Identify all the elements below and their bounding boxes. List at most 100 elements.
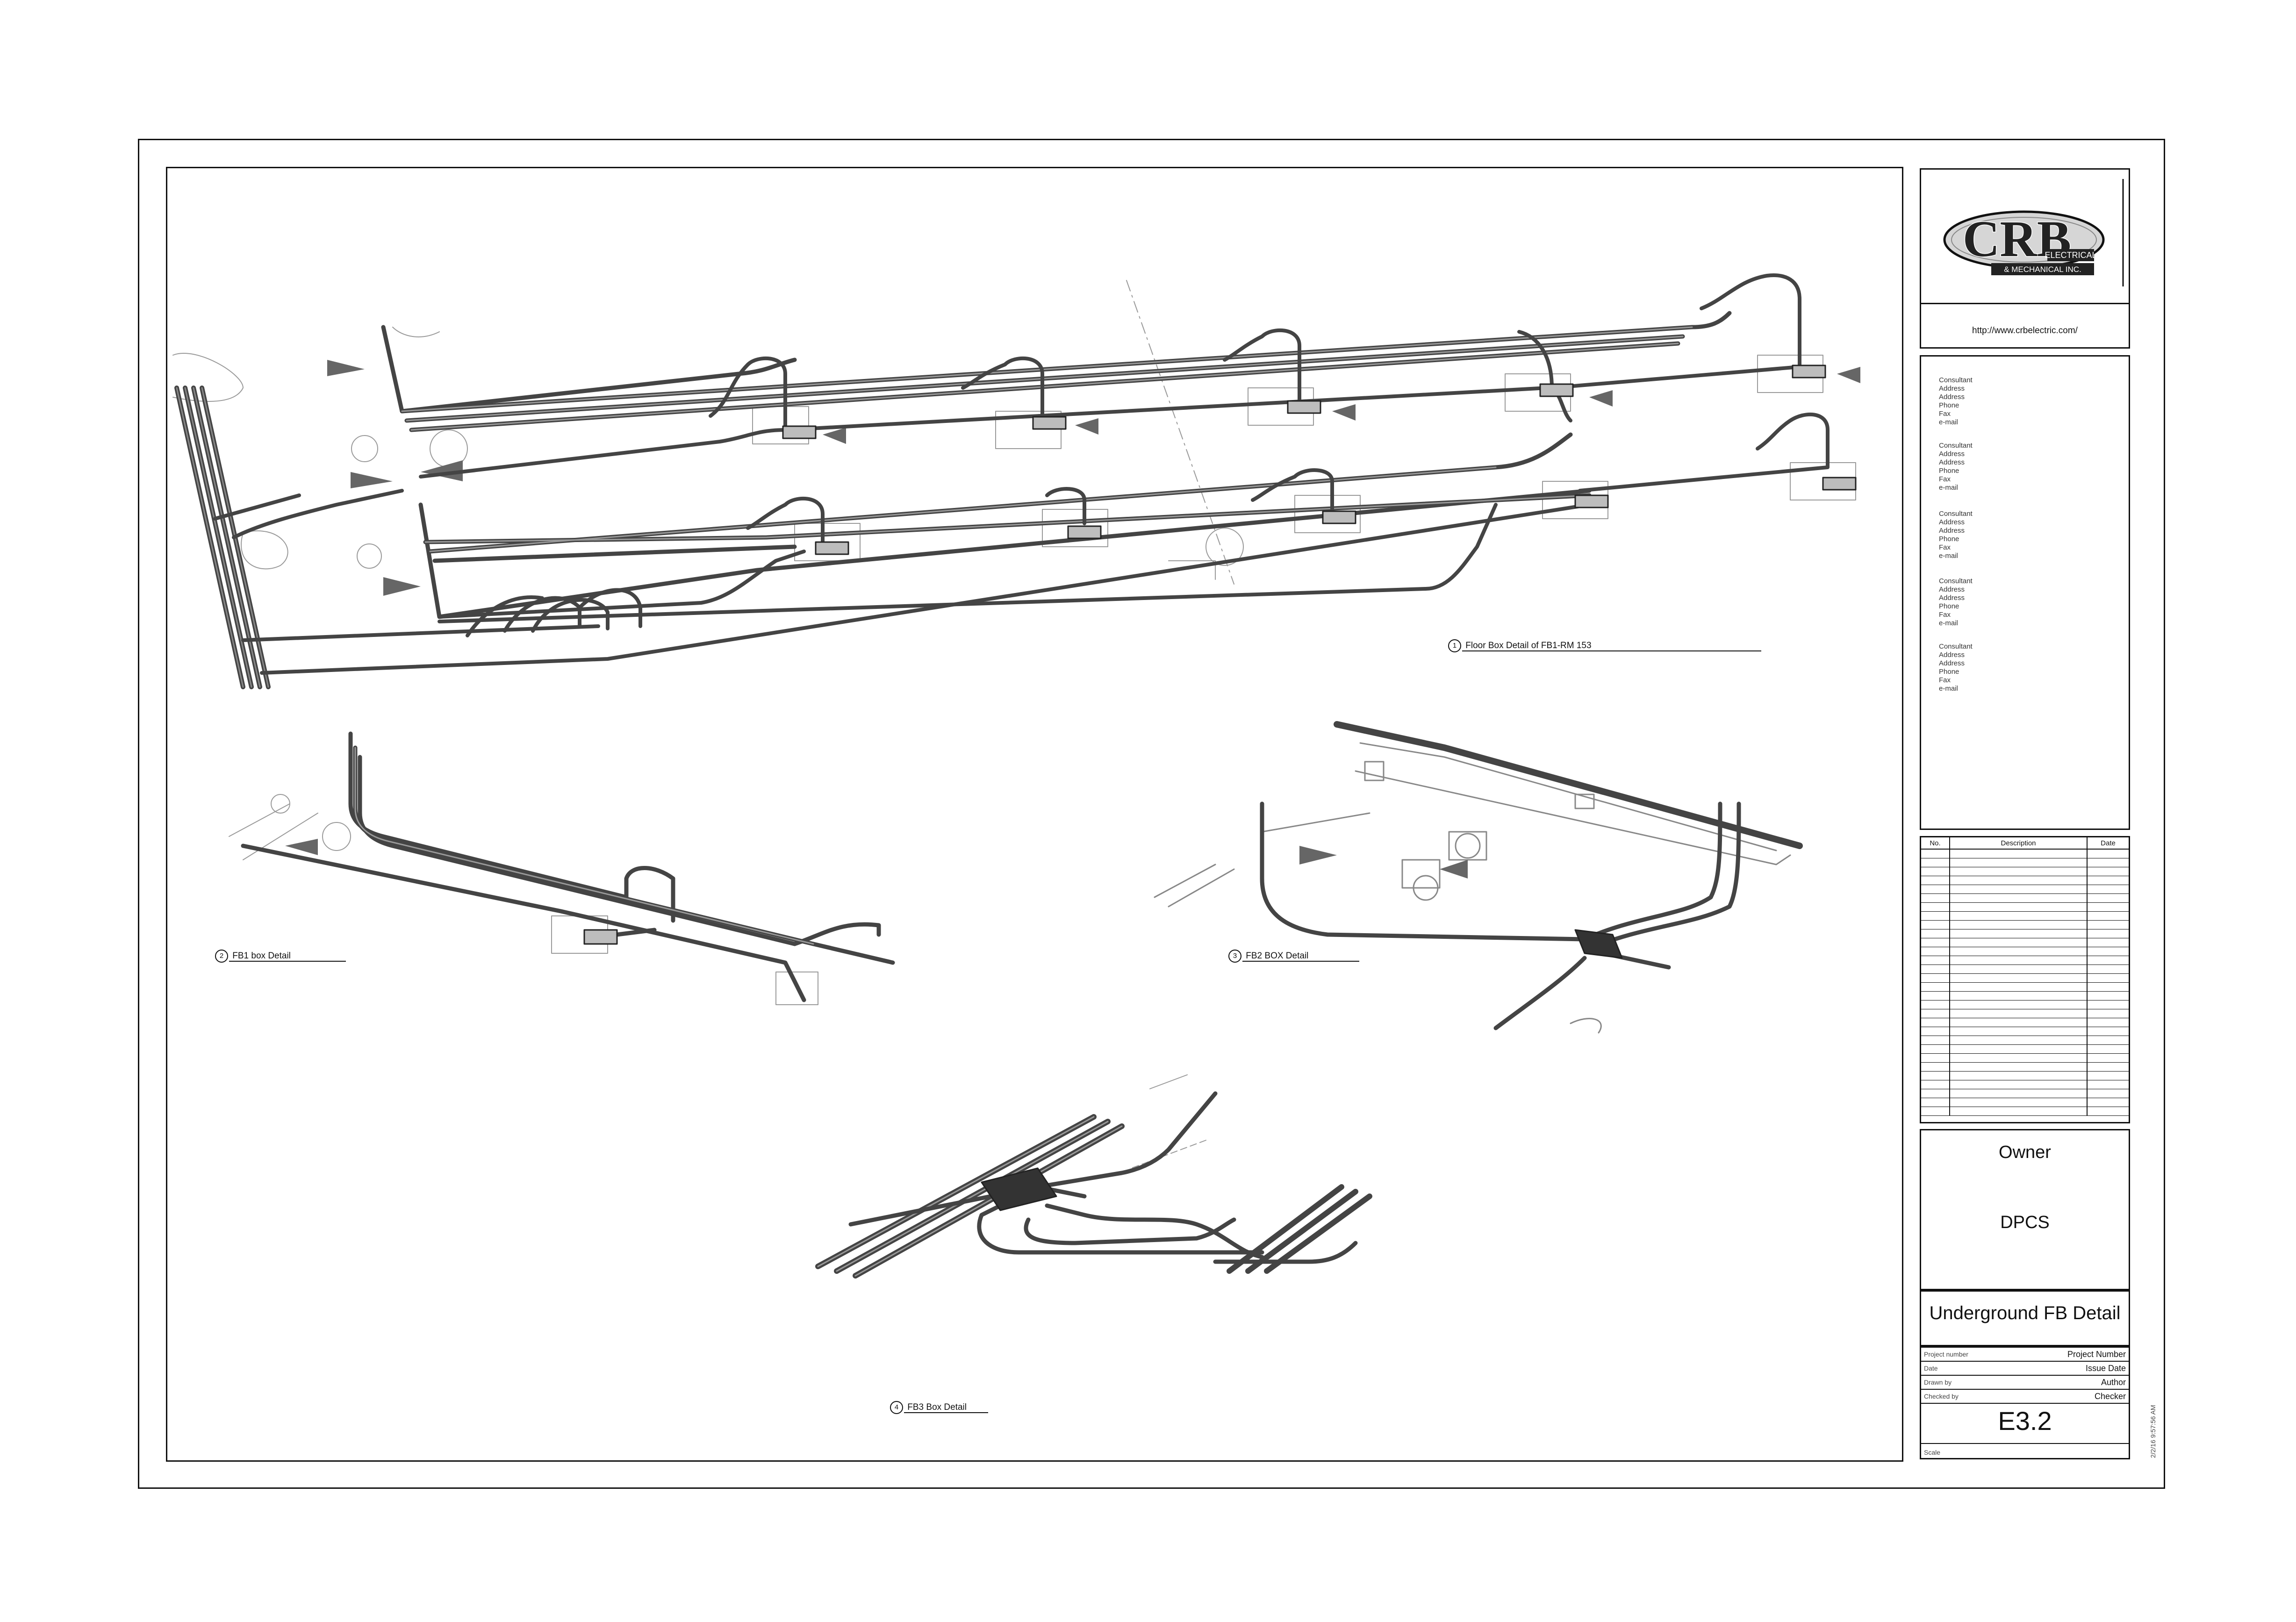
consultant-email: e-mail — [1939, 418, 1958, 426]
revision-row — [1921, 1107, 2129, 1116]
drawn-by-row: Drawn by Author — [1921, 1376, 2129, 1390]
logo-line1: ELECTRICAL — [2045, 250, 2096, 260]
checked-by-value: Checker — [2094, 1391, 2126, 1401]
revision-row — [1921, 1072, 2129, 1080]
consultant-phone: Phone — [1939, 467, 1959, 475]
consultant-address: Address — [1939, 594, 1965, 602]
checked-by-label: Checked by — [1924, 1393, 1959, 1400]
view-title: FB1 box Detail — [232, 951, 291, 961]
revision-row — [1921, 1018, 2129, 1027]
consultant-address: Address — [1939, 586, 1965, 593]
consultant-email: e-mail — [1939, 552, 1958, 560]
view-title: FB2 BOX Detail — [1246, 951, 1309, 961]
consultant-name: Consultant — [1939, 577, 1973, 585]
consultant-email: e-mail — [1939, 484, 1958, 492]
revision-row — [1921, 929, 2129, 938]
consultant-name: Consultant — [1939, 510, 1973, 518]
consultant-address: Address — [1939, 458, 1965, 466]
owner-panel: Owner DPCS — [1920, 1129, 2130, 1290]
rev-col-no: No. — [1921, 837, 1950, 849]
consultant-email: e-mail — [1939, 685, 1958, 693]
revision-row — [1921, 1080, 2129, 1089]
view-title-underline — [904, 1412, 988, 1413]
consultant-address: Address — [1939, 385, 1965, 393]
owner-name: DPCS — [2000, 1213, 2050, 1232]
view-title: Floor Box Detail of FB1-RM 153 — [1465, 641, 1592, 651]
revision-row — [1921, 1027, 2129, 1036]
consultant-address: Address — [1939, 450, 1965, 458]
consultant-fax: Fax — [1939, 543, 1951, 551]
view-label-3: 3 FB2 BOX Detail — [1228, 950, 1308, 963]
project-number-label: Project number — [1924, 1350, 1968, 1358]
consultant-fax: Fax — [1939, 611, 1951, 619]
crb-logo-icon: CRB ELECTRICAL & MECHANICAL INC. — [1943, 179, 2124, 286]
consultant-fax: Fax — [1939, 475, 1951, 483]
revision-row — [1921, 974, 2129, 983]
date-value: Issue Date — [2085, 1363, 2126, 1373]
project-number-value: Project Number — [2067, 1349, 2126, 1359]
consultants-panel: Consultant Address Address Phone Fax e-m… — [1920, 355, 2130, 830]
consultant-phone: Phone — [1939, 668, 1959, 676]
consultant-address: Address — [1939, 651, 1965, 659]
revision-row — [1921, 1000, 2129, 1009]
view-title-underline — [1242, 961, 1359, 962]
view-number-badge: 4 — [890, 1401, 903, 1414]
consultant-block-1: Consultant Address Address Phone Fax e-m… — [1939, 376, 1973, 427]
consultant-block-2: Consultant Address Address Phone Fax e-m… — [1939, 442, 1973, 492]
view-number-badge: 3 — [1228, 950, 1241, 963]
drawn-by-label: Drawn by — [1924, 1379, 1952, 1386]
consultant-address: Address — [1939, 659, 1965, 667]
drawn-by-value: Author — [2101, 1377, 2126, 1387]
consultant-block-5: Consultant Address Address Phone Fax e-m… — [1939, 643, 1973, 693]
view-label-4: 4 FB3 Box Detail — [890, 1401, 967, 1414]
logo-line2: & MECHANICAL INC. — [2004, 265, 2081, 274]
scale-label: Scale — [1924, 1449, 1941, 1456]
rev-col-description: Description — [1950, 837, 2088, 849]
title-block-logo: CRB ELECTRICAL & MECHANICAL INC. http://… — [1920, 168, 2130, 349]
project-number-row: Project number Project Number — [1921, 1348, 2129, 1362]
revision-table: No. Description Date — [1920, 836, 2130, 1123]
date-label: Date — [1924, 1365, 1938, 1372]
sheet-number: E3.2 — [1998, 1406, 2052, 1436]
revision-row — [1921, 885, 2129, 894]
revision-row — [1921, 912, 2129, 921]
revision-table-header: No. Description Date — [1921, 837, 2129, 850]
view-number-badge: 2 — [215, 950, 228, 963]
company-url-link[interactable]: http://www.crbelectric.com/ — [1972, 326, 2078, 336]
consultant-name: Consultant — [1939, 376, 1973, 384]
revision-row — [1921, 947, 2129, 956]
sheet-info-panel: Project number Project Number Date Issue… — [1920, 1346, 2130, 1459]
consultant-block-3: Consultant Address Address Phone Fax e-m… — [1939, 510, 1973, 560]
revision-row — [1921, 1054, 2129, 1063]
revision-row — [1921, 992, 2129, 1000]
consultant-name: Consultant — [1939, 442, 1973, 450]
sheet-title-panel: Underground FB Detail — [1920, 1290, 2130, 1346]
revision-row — [1921, 850, 2129, 858]
view-label-1: 1 Floor Box Detail of FB1-RM 153 — [1448, 639, 1592, 652]
revision-row — [1921, 876, 2129, 885]
consultant-name: Consultant — [1939, 643, 1973, 650]
view-title-underline — [229, 961, 346, 962]
sheet-title: Underground FB Detail — [1929, 1303, 2121, 1323]
revision-row — [1921, 1098, 2129, 1107]
view-number-badge: 1 — [1448, 639, 1461, 652]
revision-row — [1921, 983, 2129, 992]
revision-row — [1921, 1089, 2129, 1098]
revision-row — [1921, 1009, 2129, 1018]
print-timestamp: 2/2/16 9:57:56 AM — [2149, 1405, 2157, 1458]
revision-row — [1921, 956, 2129, 965]
consultant-phone: Phone — [1939, 602, 1959, 610]
revision-row — [1921, 1063, 2129, 1072]
rev-col-date: Date — [2101, 839, 2116, 847]
revision-row — [1921, 1045, 2129, 1054]
consultant-fax: Fax — [1939, 410, 1951, 418]
consultant-address: Address — [1939, 393, 1965, 401]
revision-row — [1921, 921, 2129, 929]
view-title-underline — [1462, 650, 1761, 651]
revision-row — [1921, 867, 2129, 876]
drawing-area-border — [166, 167, 1903, 1462]
consultant-block-4: Consultant Address Address Phone Fax e-m… — [1939, 577, 1973, 628]
consultant-address: Address — [1939, 527, 1965, 535]
consultant-phone: Phone — [1939, 401, 1959, 409]
